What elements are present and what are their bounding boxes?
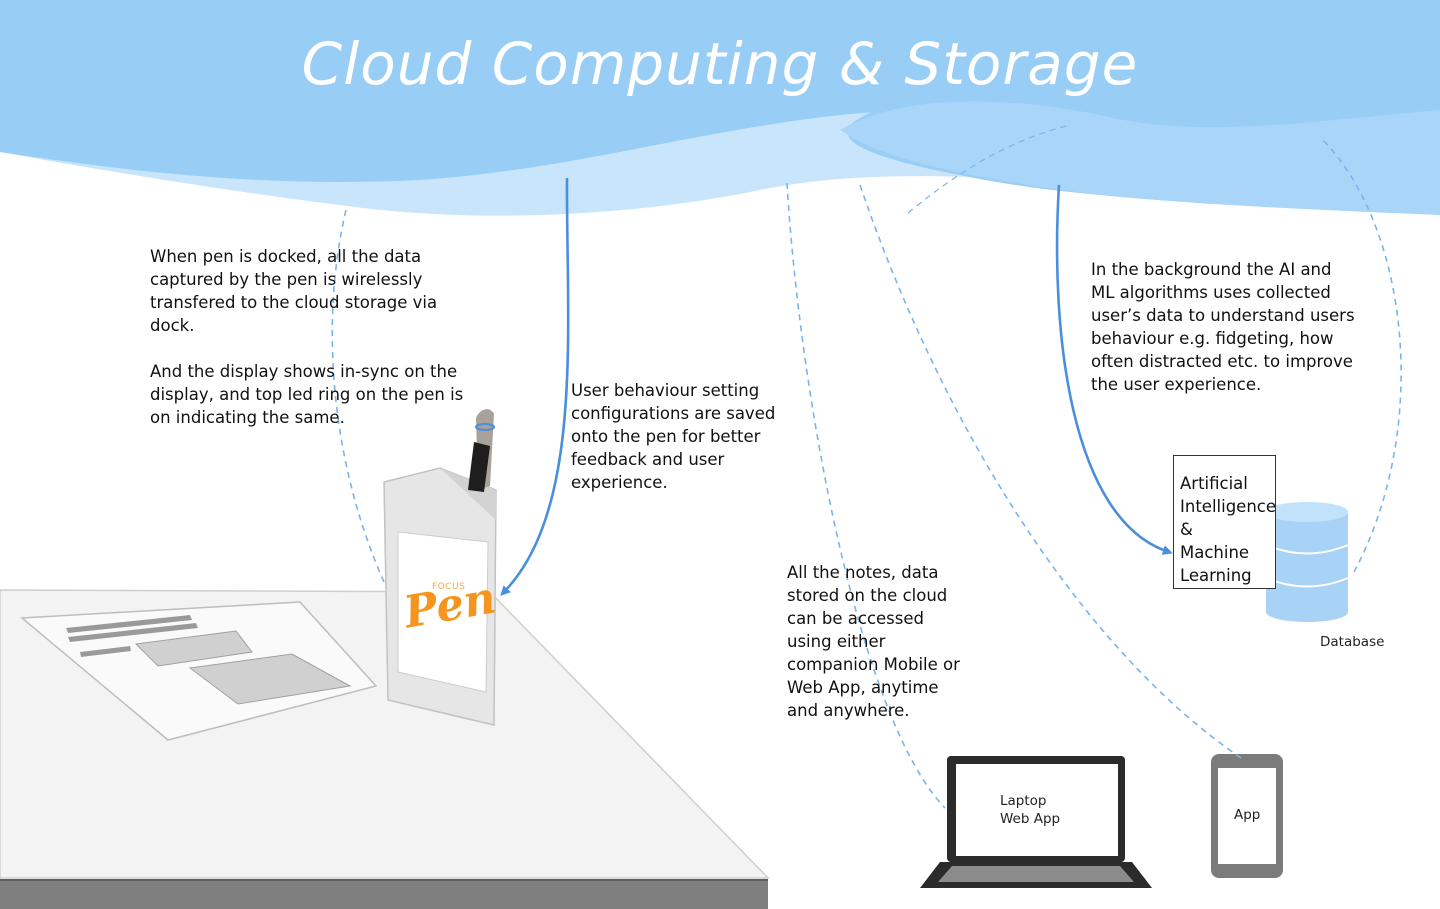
database-label: Database [1320, 634, 1385, 650]
laptop-icon [920, 756, 1152, 888]
app-label: App [1234, 807, 1261, 823]
database-icon [1265, 502, 1349, 622]
phone-icon [1211, 754, 1283, 878]
paper-notes-illustration [20, 601, 378, 741]
dashed-dock-to-cloud [331, 209, 385, 583]
note-docked: When pen is docked, all the data capture… [150, 247, 464, 427]
laptop-label: Laptop Web App [1000, 793, 1061, 827]
flow-arrows [331, 124, 1402, 809]
dashed-db-to-cloud [1322, 139, 1402, 573]
arrow-cloud-to-pen [500, 177, 570, 596]
note-ai-ml: In the background the AI and ML algorith… [1091, 260, 1355, 394]
page-title: Cloud Computing & Storage [301, 30, 1139, 98]
dashed-cloud-arc [907, 124, 1071, 214]
card-logo-focus: FOCUS [432, 582, 466, 592]
cloud-shape [0, 0, 1440, 216]
note-behaviour: User behaviour setting configurations ar… [571, 381, 776, 492]
dashed-cloud-to-laptop [786, 182, 946, 809]
arrow-cloud-to-ai [1055, 184, 1173, 555]
pen-dock-illustration [383, 409, 497, 726]
note-access: All the notes, data stored on the cloud … [787, 563, 960, 720]
ai-ml-box: Artificial Intelligence & Machine Learni… [1173, 455, 1276, 589]
